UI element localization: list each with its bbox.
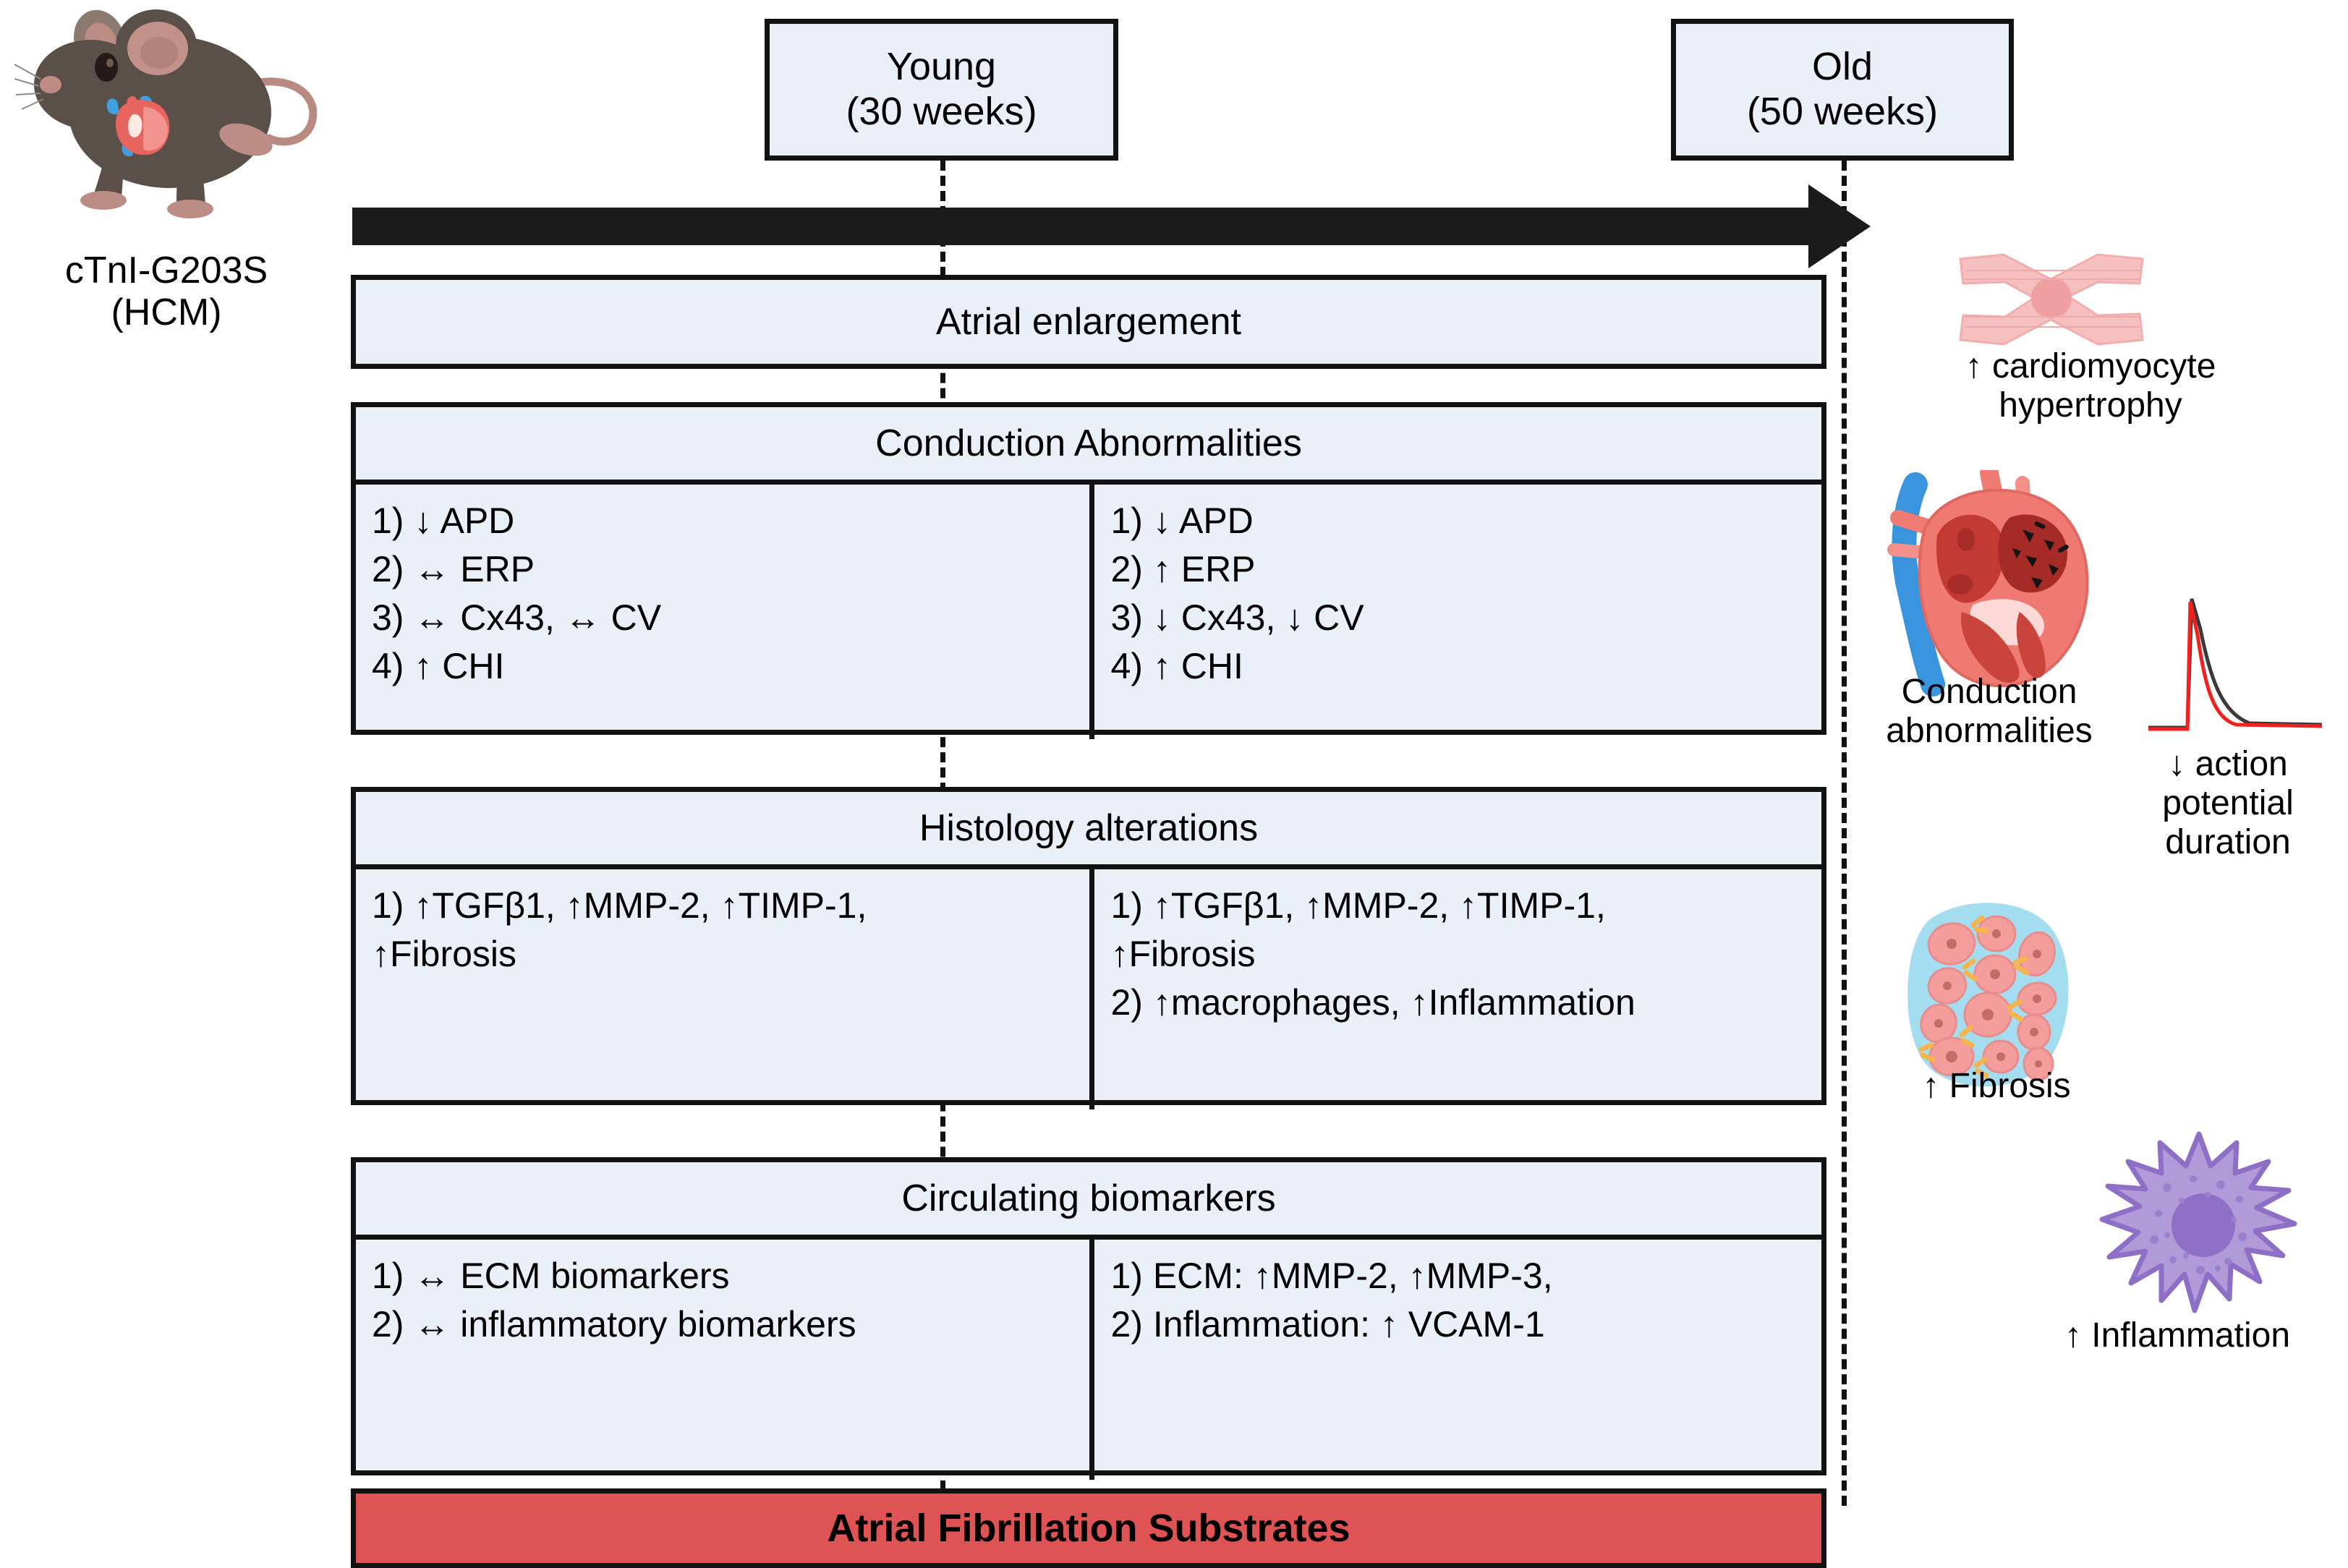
list-item: 2) ↑macrophages, ↑Inflammation bbox=[1110, 982, 1635, 1023]
model-condition: (HCM) bbox=[111, 291, 222, 334]
outcome-bar-atrial-fibrillation: Atrial Fibrillation Substrates bbox=[351, 1488, 1826, 1568]
list-item: 1) ↓ APD bbox=[1110, 500, 1254, 541]
panel-conduction-young-column: 1) ↓ APD 2) ↔ ERP 3) ↔ Cx43, ↔ CV 4) ↑ C… bbox=[356, 485, 1095, 739]
timeline-arrow-shaft bbox=[352, 208, 1821, 245]
list-item: ↑Fibrosis bbox=[1110, 934, 1256, 974]
panel-histology-old-column: 1) ↑TGFβ1, ↑MMP-2, ↑TIMP-1, ↑Fibrosis 2)… bbox=[1094, 869, 1821, 1109]
annotation-caption-conduction-text: Conduction abnormalities bbox=[1886, 673, 2093, 750]
annotation-caption-inflammation: ↑ Inflammation bbox=[2018, 1316, 2336, 1355]
panel-histology-alterations: Histology alterations 1) ↑TGFβ1, ↑MMP-2,… bbox=[351, 787, 1826, 1109]
list-item: 3) ↔ Cx43, ↔ CV bbox=[372, 597, 662, 638]
timepoint-box-young: Young (30 weeks) bbox=[765, 19, 1118, 161]
list-item: 1) ↓ APD bbox=[372, 500, 515, 541]
list-item: 1) ↔ ECM biomarkers bbox=[372, 1256, 730, 1296]
list-item: 1) ↑TGFβ1, ↑MMP-2, ↑TIMP-1, bbox=[372, 885, 867, 926]
panel-histology-young-column: 1) ↑TGFβ1, ↑MMP-2, ↑TIMP-1, ↑Fibrosis bbox=[356, 869, 1095, 1109]
annotation-caption-hypertrophy-text: ↑ cardiomyocyte hypertrophy bbox=[1965, 347, 2216, 425]
timepoint-young-detail: (30 weeks) bbox=[846, 90, 1037, 133]
list-item: 1) ↑TGFβ1, ↑MMP-2, ↑TIMP-1, bbox=[1110, 885, 1606, 926]
list-item: 2) ↔ ERP bbox=[372, 549, 535, 589]
annotation-caption-fibrosis-text: ↑ Fibrosis bbox=[1922, 1067, 2071, 1105]
timepoint-box-old: Old (50 weeks) bbox=[1671, 19, 2014, 161]
panel-atrial-enlargement: Atrial enlargement bbox=[351, 275, 1826, 369]
fibrosis-tissue-icon bbox=[1895, 893, 2083, 1096]
panel-conduction-body: 1) ↓ APD 2) ↔ ERP 3) ↔ Cx43, ↔ CV 4) ↑ C… bbox=[356, 485, 1821, 739]
panel-biomarkers-body: 1) ↔ ECM biomarkers 2) ↔ inflammatory bi… bbox=[356, 1240, 1821, 1480]
list-item: ↑Fibrosis bbox=[372, 934, 517, 974]
annotation-caption-conduction: Conduction abnormalities bbox=[1837, 673, 2141, 751]
model-name: cTnI-G203S bbox=[64, 250, 268, 291]
cardiomyocyte-icon bbox=[1953, 246, 2170, 354]
action-potential-trace-icon bbox=[2141, 586, 2329, 745]
annotation-caption-hypertrophy: ↑ cardiomyocyte hypertrophy bbox=[1888, 347, 2293, 425]
guide-line-old bbox=[1842, 161, 1847, 1506]
macrophage-icon bbox=[2098, 1128, 2300, 1331]
list-item: 3) ↓ Cx43, ↓ CV bbox=[1110, 597, 1364, 638]
annotation-caption-apd: ↓ action potential duration bbox=[2119, 745, 2336, 861]
outcome-label: Atrial Fibrillation Substrates bbox=[827, 1507, 1350, 1550]
panel-histology-body: 1) ↑TGFβ1, ↑MMP-2, ↑TIMP-1, ↑Fibrosis 1)… bbox=[356, 869, 1821, 1109]
list-item: 4) ↑ CHI bbox=[1110, 646, 1243, 686]
panel-atrial-title: Atrial enlargement bbox=[936, 301, 1241, 343]
annotation-caption-apd-text: ↓ action potential duration bbox=[2162, 745, 2294, 861]
timepoint-young-name: Young bbox=[886, 45, 997, 89]
annotation-caption-inflammation-text: ↑ Inflammation bbox=[2064, 1316, 2291, 1355]
panel-conduction-title: Conduction Abnormalities bbox=[356, 407, 1821, 485]
panel-biomarkers-old-column: 1) ECM: ↑MMP-2, ↑MMP-3, 2) Inflammation:… bbox=[1094, 1240, 1821, 1480]
panel-conduction-abnormalities: Conduction Abnormalities 1) ↓ APD 2) ↔ E… bbox=[351, 402, 1826, 739]
timeline-arrow-head-icon bbox=[1808, 184, 1871, 268]
timepoint-old-detail: (50 weeks) bbox=[1746, 90, 1939, 133]
panel-biomarkers-title: Circulating biomarkers bbox=[356, 1162, 1821, 1240]
panel-conduction-old-column: 1) ↓ APD 2) ↑ ERP 3) ↓ Cx43, ↓ CV 4) ↑ C… bbox=[1094, 485, 1821, 739]
panel-circulating-biomarkers: Circulating biomarkers 1) ↔ ECM biomarke… bbox=[351, 1157, 1826, 1480]
annotation-caption-fibrosis: ↑ Fibrosis bbox=[1852, 1067, 2141, 1106]
list-item: 2) Inflammation: ↑ VCAM-1 bbox=[1110, 1304, 1545, 1345]
panel-biomarkers-young-column: 1) ↔ ECM biomarkers 2) ↔ inflammatory bi… bbox=[356, 1240, 1095, 1480]
list-item: 2) ↑ ERP bbox=[1110, 549, 1256, 589]
panel-histology-title: Histology alterations bbox=[356, 792, 1821, 869]
heart-cross-section-icon bbox=[1881, 464, 2119, 709]
list-item: 1) ECM: ↑MMP-2, ↑MMP-3, bbox=[1110, 1256, 1553, 1296]
timepoint-old-name: Old bbox=[1811, 45, 1873, 89]
list-item: 2) ↔ inflammatory biomarkers bbox=[372, 1304, 856, 1345]
mouse-model-icon bbox=[14, 4, 326, 242]
mouse-model-label: cTnI-G203S (HCM) bbox=[7, 250, 326, 333]
list-item: 4) ↑ CHI bbox=[372, 646, 505, 686]
